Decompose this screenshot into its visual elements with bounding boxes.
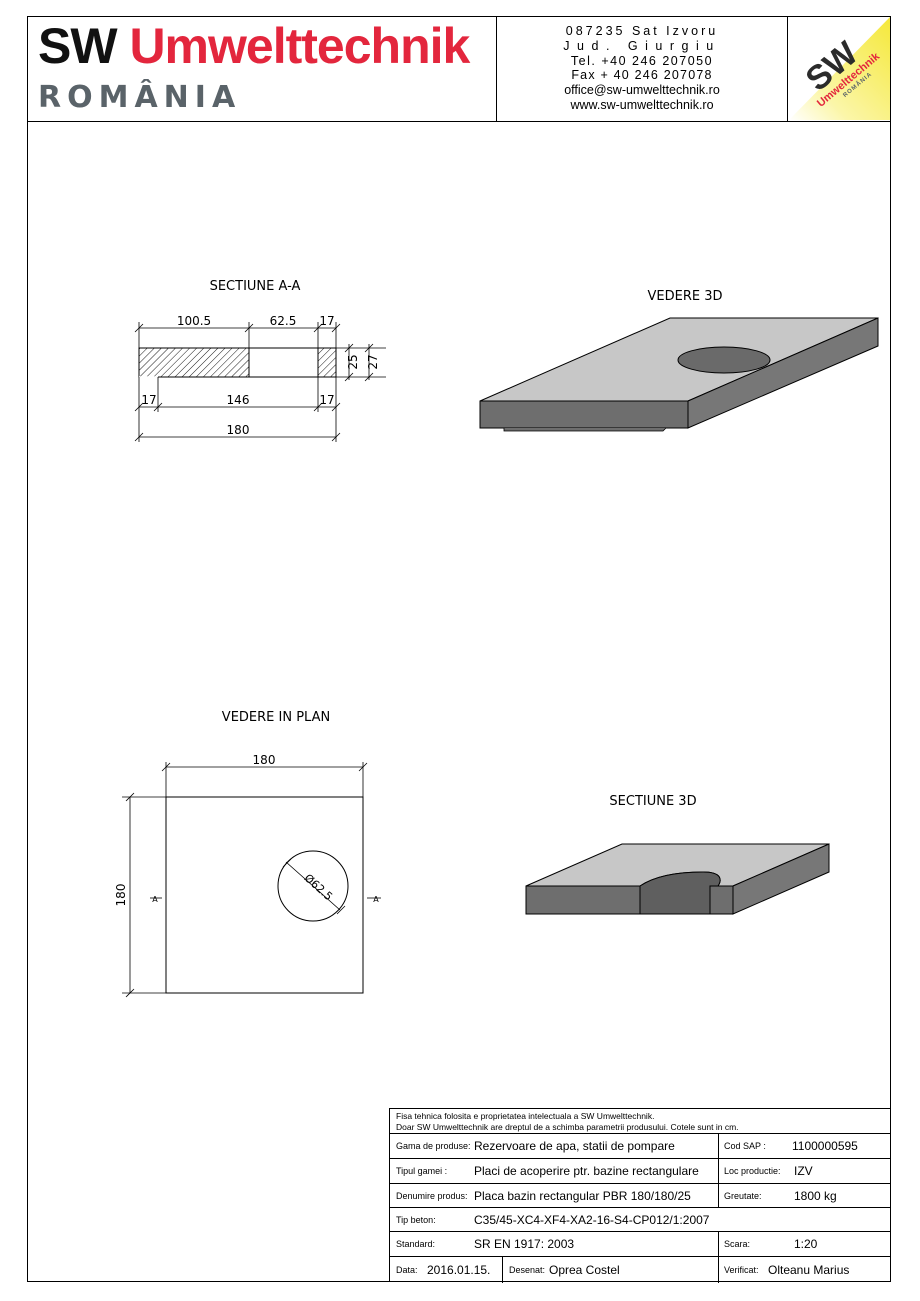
- tb-scara-value: 1:20: [794, 1237, 818, 1251]
- tb-beton-label: Tip beton:: [396, 1214, 436, 1225]
- tb-row-gama: Gama de produse: Rezervoare de apa, stat…: [390, 1134, 891, 1159]
- section-mark-right: A: [373, 895, 379, 904]
- section-aa-drawing: SECTIUNE A-A: [134, 279, 386, 442]
- dim-17-right: 17: [319, 393, 334, 407]
- plan-hole-diameter: Ø62.5: [302, 871, 335, 903]
- tb-note-line2: Doar SW Umwelttechnik are dreptul de a s…: [396, 1122, 739, 1132]
- contact-web: www.sw-umwelttechnik.ro: [570, 97, 714, 112]
- tb-greut-label: Greutate:: [724, 1190, 762, 1201]
- section-3d-title: SECTIUNE 3D: [609, 794, 696, 809]
- dim-100-5: 100.5: [177, 314, 211, 328]
- dim-180: 180: [227, 423, 250, 437]
- tb-data-value: 2016.01.15.: [427, 1263, 491, 1277]
- tb-row-sign: Data: 2016.01.15. Desenat: Oprea Costel …: [390, 1257, 891, 1283]
- section-3d-drawing: SECTIUNE 3D: [525, 794, 830, 915]
- brand-country: ROMÂNIA: [38, 80, 242, 115]
- tb-note-row: Fisa tehnica folosita e proprietatea int…: [390, 1109, 891, 1134]
- header-divider: [27, 121, 891, 122]
- contact-fax: Fax + 40 246 207078: [571, 68, 713, 83]
- tb-separator: [718, 1257, 719, 1283]
- tb-cod-value: 1100000595: [792, 1139, 858, 1153]
- tb-loc-value: IZV: [794, 1164, 813, 1178]
- tb-note: Fisa tehnica folosita e proprietatea int…: [390, 1109, 891, 1135]
- tb-den-label: Denumire produs:: [396, 1190, 468, 1201]
- tb-std-label: Standard:: [396, 1239, 436, 1249]
- tb-desen-label: Desenat:: [509, 1265, 546, 1275]
- dim-17-left: 17: [141, 393, 156, 407]
- brand-umwelttechnik: Umwelttechnik: [129, 18, 470, 74]
- dim-17-top: 17: [319, 314, 334, 328]
- tb-gama-value: Rezervoare de apa, statii de pompare: [474, 1139, 675, 1153]
- dim-27: 27: [366, 354, 380, 369]
- tb-separator: [718, 1134, 719, 1158]
- tb-tip-label: Tipul gamei :: [396, 1166, 448, 1176]
- contact-county: Jud. Giurgiu: [563, 38, 721, 53]
- plan-view-title: VEDERE IN PLAN: [222, 710, 330, 725]
- tb-std-value: SR EN 1917: 2003: [474, 1237, 575, 1251]
- dim-25: 25: [346, 354, 360, 369]
- header-divider: [787, 16, 788, 121]
- plan-view-drawing: VEDERE IN PLAN 180 180 Ø62.5 A A: [114, 710, 381, 998]
- tb-cod-label: Cod SAP :: [724, 1141, 766, 1151]
- tb-separator: [718, 1159, 719, 1183]
- brand-name: SW Umwelttechnik: [38, 18, 470, 74]
- view-3d-title: VEDERE 3D: [648, 289, 723, 304]
- tb-verif-value: Olteanu Marius: [768, 1263, 850, 1277]
- tb-separator: [502, 1257, 503, 1283]
- tb-row-standard: Standard: SR EN 1917: 2003 Scara: 1:20: [390, 1232, 891, 1257]
- title-block: Fisa tehnica folosita e proprietatea int…: [389, 1108, 891, 1283]
- plan-dim-height: 180: [114, 884, 128, 907]
- tb-desen-value: Oprea Costel: [549, 1263, 620, 1277]
- company-logo: SW Umwelttechnik ROMÂNIA: [789, 17, 890, 120]
- section-mark-left: A: [152, 895, 158, 904]
- brand-sw: SW: [38, 18, 118, 74]
- view-3d-drawing: VEDERE 3D: [479, 289, 879, 432]
- tb-loc-label: Loc productie:: [724, 1166, 781, 1176]
- tb-row-beton: Tip beton: C35/45-XC4-XF4-XA2-16-S4-CP01…: [390, 1208, 891, 1232]
- tb-greut-value: 1800 kg: [794, 1188, 837, 1203]
- section-aa-title: SECTIUNE A-A: [210, 279, 301, 294]
- contact-email: office@sw-umwelttechnik.ro: [564, 83, 720, 98]
- tb-verif-label: Verificat:: [724, 1265, 759, 1275]
- tb-gama-label: Gama de produse:: [396, 1141, 471, 1151]
- contact-tel: Tel. +40 246 207050: [570, 53, 714, 68]
- tb-data-label: Data:: [396, 1265, 418, 1275]
- plan-dim-width: 180: [253, 753, 276, 767]
- dim-62-5: 62.5: [270, 314, 297, 328]
- tb-den-value: Placa bazin rectangular PBR 180/180/25: [474, 1188, 691, 1203]
- tb-row-tip: Tipul gamei : Placi de acoperire ptr. ba…: [390, 1159, 891, 1184]
- drawing-frame: [27, 16, 891, 1282]
- tb-tip-value: Placi de acoperire ptr. bazine rectangul…: [474, 1164, 699, 1178]
- tb-beton-value: C35/45-XC4-XF4-XA2-16-S4-CP012/1:2007: [474, 1212, 710, 1227]
- contact-block: 087235 Sat Izvoru Jud. Giurgiu Tel. +40 …: [497, 24, 787, 113]
- contact-postal: 087235 Sat Izvoru: [565, 24, 719, 38]
- tb-note-line1: Fisa tehnica folosita e proprietatea int…: [396, 1111, 655, 1121]
- header-divider: [496, 16, 497, 121]
- tb-separator: [718, 1232, 719, 1256]
- tb-row-denumire: Denumire produs: Placa bazin rectangular…: [390, 1184, 891, 1208]
- tb-separator: [718, 1184, 719, 1207]
- dim-146: 146: [227, 393, 250, 407]
- tb-scara-label: Scara:: [724, 1239, 751, 1249]
